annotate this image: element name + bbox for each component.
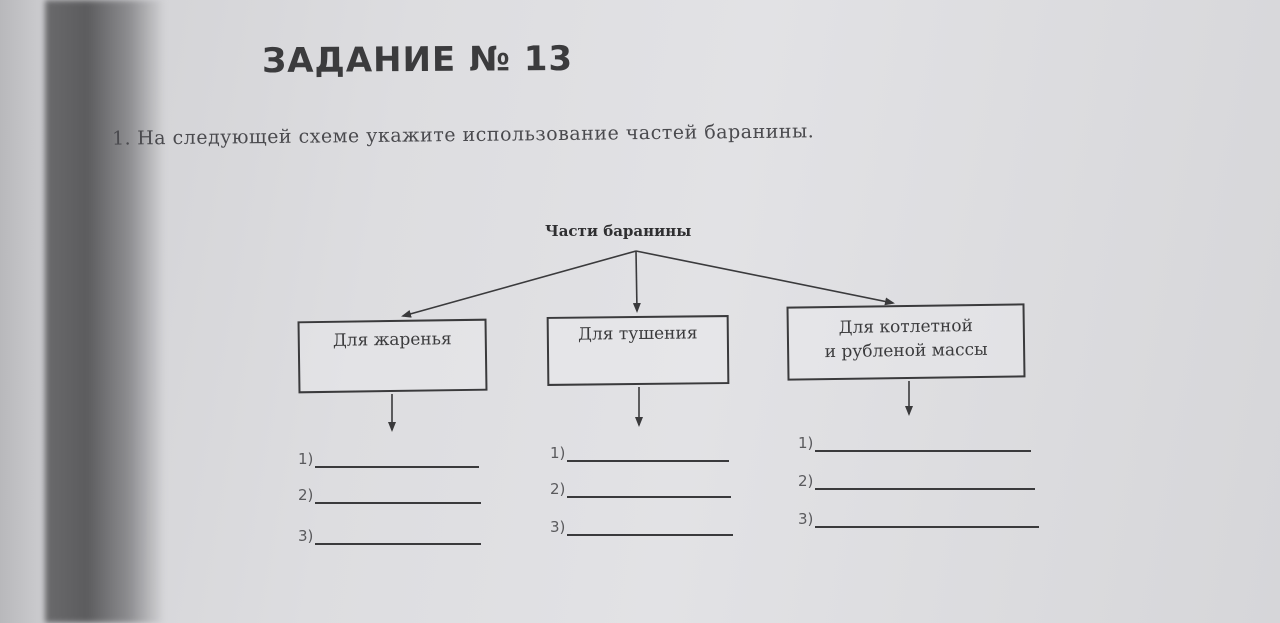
answer-stewing-2[interactable]: 2) bbox=[550, 480, 732, 498]
branch-label: Для тушения bbox=[578, 323, 698, 345]
answer-frying-1[interactable]: 1) bbox=[298, 450, 480, 468]
answer-number: 3) bbox=[298, 527, 314, 545]
connector-root-frying bbox=[401, 250, 637, 318]
answer-stewing-3[interactable]: 3) bbox=[550, 518, 734, 536]
answer-cutlet-3[interactable]: 3) bbox=[798, 510, 1040, 528]
page-edge bbox=[0, 0, 50, 623]
answer-blank[interactable] bbox=[815, 436, 1032, 452]
branch-box-frying: Для жаренья bbox=[297, 318, 488, 394]
answer-cutlet-1[interactable]: 1) bbox=[798, 434, 1032, 452]
answer-number: 1) bbox=[798, 434, 814, 452]
answer-number: 1) bbox=[550, 444, 566, 462]
branch-box-stewing: Для тушения bbox=[546, 315, 730, 386]
branch-label: Для котлетной bbox=[838, 316, 974, 338]
branch-box-cutlet: Для котлетной и рубленой массы bbox=[786, 303, 1026, 381]
answer-number: 1) bbox=[298, 450, 314, 468]
answer-number: 3) bbox=[550, 518, 566, 536]
branch-label-line2: и рубленой массы bbox=[824, 339, 988, 363]
connector-root-stewing bbox=[632, 250, 641, 313]
answer-cutlet-2[interactable]: 2) bbox=[798, 472, 1036, 490]
answer-blank[interactable] bbox=[315, 488, 482, 504]
answer-frying-3[interactable]: 3) bbox=[298, 527, 482, 545]
branch-label: Для жаренья bbox=[332, 329, 452, 351]
answer-blank[interactable] bbox=[315, 529, 482, 545]
answer-blank[interactable] bbox=[567, 520, 734, 536]
diagram-root-label: Части баранины bbox=[545, 222, 692, 240]
answer-blank[interactable] bbox=[567, 482, 732, 498]
answer-number: 3) bbox=[798, 510, 814, 528]
answer-blank[interactable] bbox=[815, 512, 1040, 528]
answer-frying-2[interactable]: 2) bbox=[298, 486, 482, 504]
answer-number: 2) bbox=[798, 472, 814, 490]
answer-number: 2) bbox=[298, 486, 314, 504]
answer-blank[interactable] bbox=[815, 474, 1036, 490]
answer-number: 2) bbox=[550, 480, 566, 498]
answer-blank[interactable] bbox=[315, 452, 480, 468]
answer-blank[interactable] bbox=[567, 446, 730, 462]
answer-stewing-1[interactable]: 1) bbox=[550, 444, 730, 462]
connector-root-cutlet bbox=[635, 250, 895, 306]
binding-shadow bbox=[45, 0, 165, 623]
